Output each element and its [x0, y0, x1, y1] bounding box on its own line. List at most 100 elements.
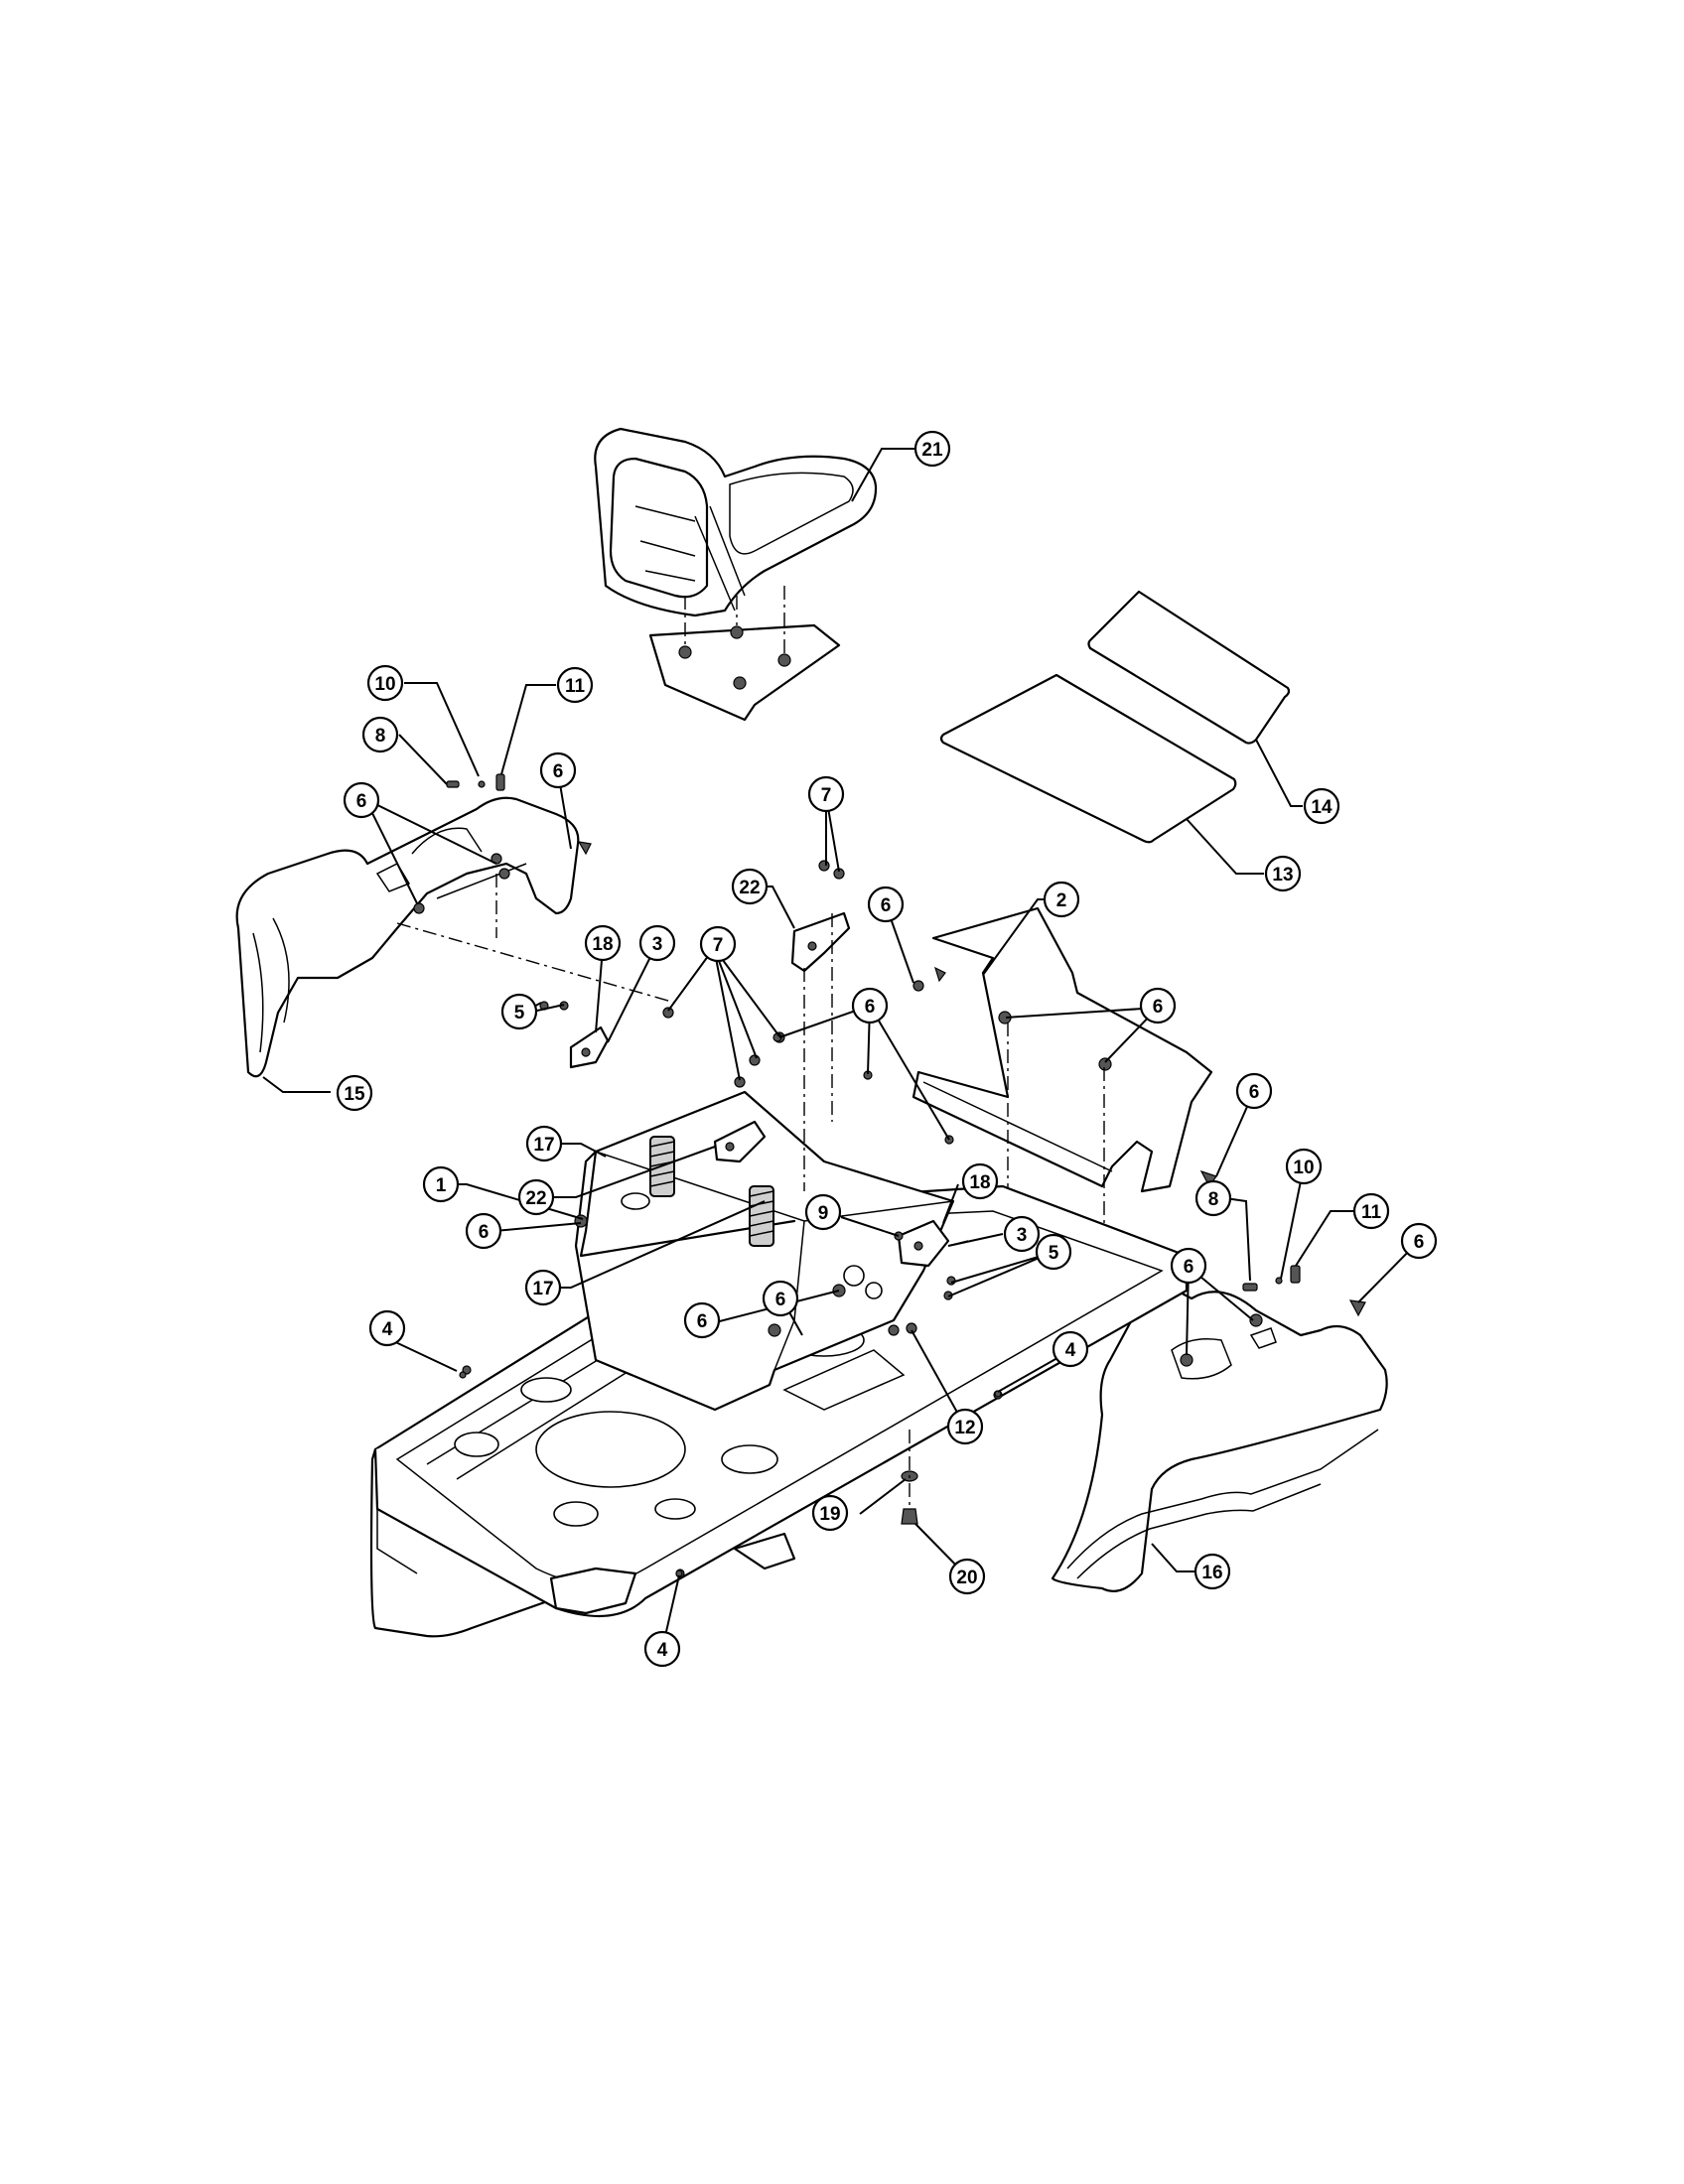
callout-label: 11: [565, 676, 586, 697]
callout-label: 10: [374, 674, 395, 695]
callout-10: 10: [366, 664, 404, 702]
callout-label: 12: [954, 1418, 975, 1438]
fender-right: [1051, 1289, 1388, 1592]
callout-circle: [683, 1301, 721, 1339]
callout-label: 6: [865, 997, 876, 1018]
callout-22: 22: [517, 1178, 555, 1216]
callout-16: 16: [1193, 1553, 1231, 1590]
callout-6: 6: [851, 987, 889, 1024]
callout-label: 6: [1249, 1082, 1260, 1103]
callout-1: 1: [422, 1165, 460, 1203]
callout-circle: [804, 1193, 842, 1231]
callout-label: 5: [514, 1003, 525, 1024]
callout-circle: [361, 716, 399, 753]
callout-label: 6: [1414, 1232, 1425, 1253]
callout-circle: [500, 993, 538, 1030]
mat-14: [1087, 590, 1291, 745]
callout-circle: [1352, 1192, 1390, 1230]
callout-label: 21: [921, 440, 943, 461]
callout-label: 19: [819, 1504, 840, 1525]
callout-5: 5: [1035, 1233, 1072, 1271]
callout-8: 8: [1194, 1179, 1232, 1217]
callout-label: 16: [1201, 1563, 1222, 1583]
callout-21: 21: [913, 430, 951, 468]
callout-circle: [948, 1558, 986, 1595]
callout-label: 1: [436, 1175, 447, 1196]
callout-label: 7: [713, 935, 724, 956]
callout-circle: [1035, 1233, 1072, 1271]
callout-circle: [699, 925, 737, 963]
callout-label: 6: [881, 895, 892, 916]
callout-circle: [1400, 1222, 1438, 1260]
callout-label: 10: [1293, 1158, 1314, 1178]
callout-label: 8: [375, 726, 386, 747]
callout-6: 6: [1139, 987, 1177, 1024]
callout-label: 3: [1017, 1225, 1028, 1246]
callout-circle: [1170, 1247, 1207, 1285]
callout-6: 6: [867, 886, 905, 923]
callout-7: 7: [807, 775, 845, 813]
callout-label: 17: [532, 1279, 553, 1299]
callout-6: 6: [465, 1212, 502, 1250]
callout-label: 7: [821, 785, 832, 806]
callout-9: 9: [804, 1193, 842, 1231]
callout-circle: [762, 1280, 799, 1317]
fender-left: [235, 796, 676, 1078]
callout-circle: [517, 1178, 555, 1216]
callout-label: 6: [775, 1290, 786, 1310]
callout-circle: [525, 1125, 563, 1162]
callout-13: 13: [1264, 855, 1302, 892]
callout-label: 14: [1311, 797, 1333, 818]
callout-circle: [556, 666, 594, 704]
spring-lower: [749, 1185, 774, 1247]
callout-17: 17: [525, 1125, 563, 1162]
callout-15: 15: [336, 1074, 373, 1112]
callout-label: 6: [1184, 1257, 1194, 1278]
callout-17: 17: [524, 1269, 562, 1306]
callout-label: 4: [382, 1319, 393, 1340]
bracket-18-left: [569, 1025, 610, 1069]
callout-circle: [643, 1630, 681, 1668]
callout-22: 22: [731, 868, 769, 905]
callout-circle: [1285, 1148, 1323, 1185]
callout-11: 11: [556, 666, 594, 704]
callout-circle: [343, 781, 380, 819]
callout-circle: [336, 1074, 373, 1112]
mat-13: [939, 673, 1237, 844]
callout-14: 14: [1303, 787, 1340, 825]
callout-10: 10: [1285, 1148, 1323, 1185]
callout-5: 5: [500, 993, 538, 1030]
callout-circle: [1052, 1330, 1089, 1368]
callout-label: 11: [1361, 1202, 1382, 1223]
callout-6: 6: [1235, 1072, 1273, 1110]
callout-label: 4: [657, 1640, 668, 1661]
callout-20: 20: [948, 1558, 986, 1595]
callout-label: 6: [553, 761, 564, 782]
callout-label: 6: [1153, 997, 1164, 1018]
callout-circle: [1194, 1179, 1232, 1217]
callout-circle: [524, 1269, 562, 1306]
seat: [594, 427, 878, 722]
callout-label: 3: [652, 934, 663, 955]
callout-circle: [422, 1165, 460, 1203]
callout-label: 22: [525, 1188, 546, 1209]
callout-label: 22: [739, 878, 760, 898]
callout-label: 6: [697, 1311, 708, 1332]
callout-circle: [867, 886, 905, 923]
callout-label: 17: [533, 1135, 554, 1156]
callout-circle: [811, 1494, 849, 1532]
callout-circle: [368, 1309, 406, 1347]
bracket-22-upper: [790, 911, 851, 1191]
callout-4: 4: [643, 1630, 681, 1668]
callout-18: 18: [584, 924, 622, 962]
callout-12: 12: [946, 1408, 984, 1445]
bracket-18-right: [897, 1219, 969, 1268]
callout-circle: [807, 775, 845, 813]
callout-4: 4: [368, 1309, 406, 1347]
callout-label: 2: [1056, 890, 1067, 911]
callout-label: 18: [969, 1172, 990, 1193]
callout-label: 8: [1208, 1189, 1219, 1210]
callout-circle: [366, 664, 404, 702]
callout-2: 2: [1043, 881, 1080, 918]
callout-circle: [1193, 1553, 1231, 1590]
